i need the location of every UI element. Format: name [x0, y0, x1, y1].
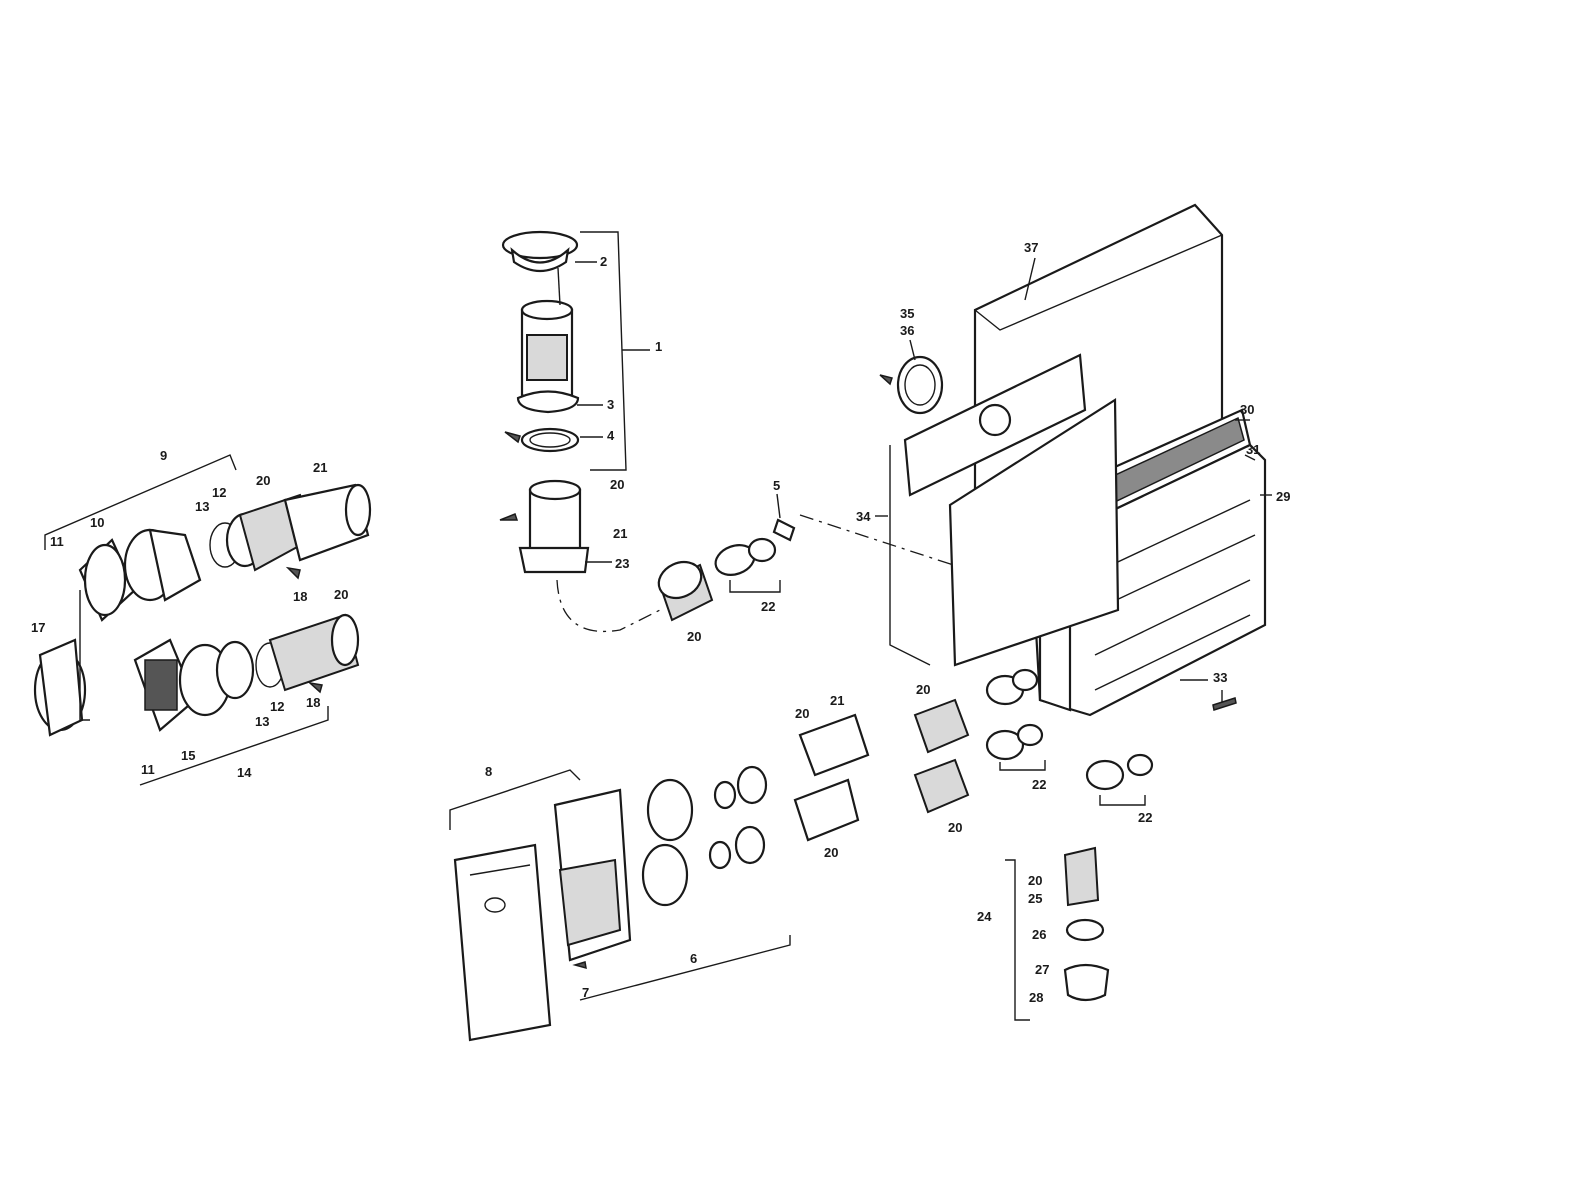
callout-23: 23	[615, 556, 629, 571]
callout-26: 26	[1032, 927, 1046, 942]
callout-13-top: 13	[195, 499, 209, 514]
callout-12-bottom: 12	[270, 699, 284, 714]
burner-assembly-upper	[78, 483, 372, 622]
callout-21-left: 21	[313, 460, 327, 475]
callout-21-top: 21	[613, 526, 627, 541]
callout-14: 14	[237, 765, 252, 780]
callout-29: 29	[1276, 489, 1290, 504]
flue-ring-35-36	[879, 355, 944, 415]
callout-7: 7	[582, 985, 589, 1000]
callout-11-bottom: 11	[141, 762, 155, 777]
callout-18-bottom: 18	[306, 695, 320, 710]
callout-30: 30	[1240, 402, 1254, 417]
callout-35: 35	[900, 306, 914, 321]
callout-13-bottom: 13	[255, 714, 269, 729]
callout-20-left-mid: 20	[334, 587, 348, 602]
right-pipes	[793, 668, 1154, 842]
flue-stack-assembly	[499, 230, 661, 632]
callout-20-right-c: 20	[948, 820, 962, 835]
callout-3: 3	[607, 397, 614, 412]
callout-22-right-b: 22	[1138, 810, 1152, 825]
callout-6: 6	[690, 951, 697, 966]
callout-9: 9	[160, 448, 167, 463]
callout-25: 25	[1028, 891, 1042, 906]
pipe-and-clamp-center	[657, 514, 1031, 622]
callout-11-top: 11	[50, 534, 64, 549]
callout-10: 10	[90, 515, 104, 530]
callout-20-left-top: 20	[256, 473, 270, 488]
callout-37: 37	[1024, 240, 1038, 255]
callout-21-right: 21	[830, 693, 844, 708]
burner-assembly-lower	[33, 613, 360, 737]
callout-34: 34	[856, 509, 871, 524]
callout-36: 36	[900, 323, 914, 338]
callout-31: 31	[1246, 442, 1260, 457]
control-unit	[553, 765, 791, 1001]
callout-22-right-a: 22	[1032, 777, 1046, 792]
front-cover	[449, 769, 581, 1042]
callout-5: 5	[773, 478, 780, 493]
callout-labels: 2 1 3 4 20 21 23 5 22 20 9 21 20 12 13 1…	[31, 240, 1290, 1005]
callout-8: 8	[485, 764, 492, 779]
callout-12-top: 12	[212, 485, 226, 500]
callout-4: 4	[607, 428, 615, 443]
callout-20-center: 20	[687, 629, 701, 644]
heater-body	[973, 203, 1267, 717]
callout-33: 33	[1213, 670, 1227, 685]
callout-28: 28	[1029, 990, 1043, 1005]
callout-22-center: 22	[761, 599, 775, 614]
callout-20-right-a: 20	[916, 682, 930, 697]
callout-17: 17	[31, 620, 45, 635]
drain-assembly-24	[1005, 846, 1110, 1021]
callout-2: 2	[600, 254, 607, 269]
callout-1: 1	[655, 339, 662, 354]
callout-27: 27	[1035, 962, 1049, 977]
callout-15: 15	[181, 748, 195, 763]
callout-20-top: 20	[610, 477, 624, 492]
callout-20-right-b: 20	[795, 706, 809, 721]
callout-20-drain: 20	[1028, 873, 1042, 888]
callout-24: 24	[977, 909, 992, 924]
callout-20-right-d: 20	[824, 845, 838, 860]
callout-18-top: 18	[293, 589, 307, 604]
back-panels	[889, 353, 1120, 667]
